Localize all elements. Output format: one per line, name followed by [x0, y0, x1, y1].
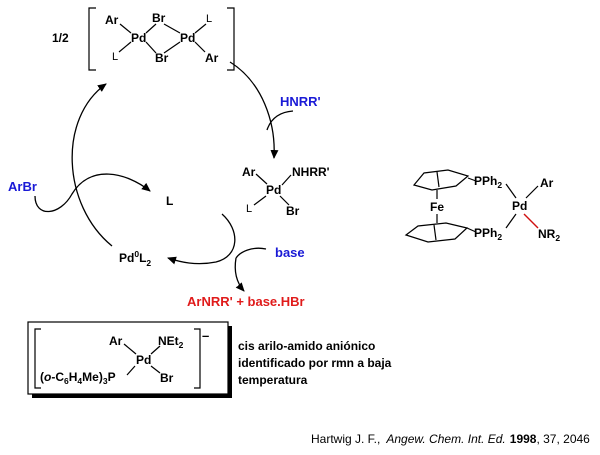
- reagent-hnrr: HNRR': [280, 94, 321, 109]
- dppf-p-bottom: PPh2: [474, 226, 502, 242]
- cp-p-bond-bottom: [466, 227, 477, 233]
- cp-ring-top-inner: [436, 171, 440, 188]
- dppf-pd: Pd: [512, 199, 527, 213]
- arrow-to-amine-complex: [229, 61, 279, 159]
- arrow-oxidative-addition: [71, 83, 113, 247]
- amine-br: Br: [286, 204, 300, 218]
- catalyst-l-sub: 2: [146, 258, 151, 268]
- caption: cis arilo-amido aniónico identificado po…: [238, 339, 392, 387]
- dimer-br-bottom: Br: [155, 51, 169, 65]
- pd-ar-bond: [525, 185, 539, 199]
- box-frame: [27, 321, 229, 395]
- caption-line3: temperatura: [238, 373, 308, 387]
- dimer-coefficient: 1/2: [52, 31, 69, 45]
- catalyst-pd0l2: Pd0L2: [119, 249, 151, 268]
- dimer-pd-left: Pd: [131, 31, 146, 45]
- anion-net: NEt2: [158, 334, 184, 350]
- cp-ring-bottom-inner: [433, 224, 437, 241]
- reference-rest: , 37, 2046: [536, 432, 590, 446]
- hnrr-feed-line: [266, 110, 294, 131]
- amine-nhrr: NHRR': [292, 165, 330, 179]
- reference-authors: Hartwig J. F.,: [311, 432, 380, 446]
- p-pd-bond-top: [505, 183, 517, 199]
- anion-charge: –: [202, 328, 209, 343]
- anion-complex-box: – Ar NEt2 Pd Br (o-C6H4Me)3P: [27, 321, 232, 398]
- amine-pd: Pd: [266, 183, 281, 197]
- dppf-fe: Fe: [430, 200, 444, 214]
- anion-bonds: [123, 343, 161, 376]
- catalyst-pd-sup: 0: [134, 249, 139, 259]
- arbr-feed-arrow: [34, 173, 151, 213]
- dimer-left-bracket: [88, 7, 96, 71]
- anion-pd: Pd: [136, 353, 151, 367]
- amine-ar: Ar: [242, 165, 256, 179]
- dimer-pd-right: Pd: [180, 31, 195, 45]
- cycle-arrows: [34, 61, 294, 292]
- reference-journal: Angew. Chem. Int. Ed.: [385, 432, 505, 446]
- anion-ar: Ar: [109, 334, 123, 348]
- anion-left-bracket: [34, 328, 41, 389]
- cp-p-bond-top: [467, 177, 477, 182]
- dimer-br-top: Br: [152, 11, 166, 25]
- dppf-nr2: NR2: [538, 227, 560, 243]
- reagent-arbr: ArBr: [8, 179, 37, 194]
- anion-right-bracket: [194, 328, 201, 389]
- dimer-right-bracket: [227, 7, 235, 71]
- dppf-ar: Ar: [540, 176, 554, 190]
- pd-nr2-bond: [523, 213, 539, 229]
- product-text: ArNRR' + base.HBr: [187, 294, 305, 309]
- dppf-p-top: PPh2: [474, 174, 502, 190]
- caption-line1: cis arilo-amido aniónico: [238, 339, 375, 353]
- dimer-l-top: L: [206, 13, 212, 25]
- dimer-ar-top: Ar: [105, 13, 119, 27]
- arrow-to-product: [234, 257, 245, 292]
- dppf-complex: Fe PPh2 PPh2 Pd Ar NR2: [404, 169, 560, 243]
- amine-l: L: [246, 203, 252, 215]
- dimer-l-bottom: L: [112, 51, 118, 63]
- anion-ligand: (o-C6H4Me)3P: [40, 370, 116, 386]
- reagent-base: base: [275, 245, 305, 260]
- dimer-bonds: [118, 23, 207, 54]
- base-feed-line: [235, 247, 267, 259]
- free-ligand: L: [166, 194, 173, 208]
- cp-ring-top: [412, 169, 470, 191]
- catalyst-l: L: [139, 251, 146, 265]
- dimer-ar-bottom: Ar: [205, 51, 219, 65]
- arrow-reductive-elimination: [167, 213, 236, 265]
- reference-year: 1998: [510, 432, 537, 446]
- anion-br: Br: [160, 371, 174, 385]
- amine-complex: Ar NHRR' Pd L Br: [242, 165, 330, 218]
- amine-bonds: [253, 173, 292, 206]
- dimer-complex: 1/2 Ar Br L Pd Pd L Br Ar: [52, 7, 235, 71]
- p-pd-bond-bottom: [505, 213, 517, 229]
- caption-line2: identificado por rmn a baja: [238, 356, 392, 370]
- reference: Hartwig J. F., Angew. Chem. Int. Ed. 1998,…: [311, 432, 590, 446]
- catalyst-pd: Pd: [119, 251, 134, 265]
- cp-ring-bottom: [404, 222, 469, 243]
